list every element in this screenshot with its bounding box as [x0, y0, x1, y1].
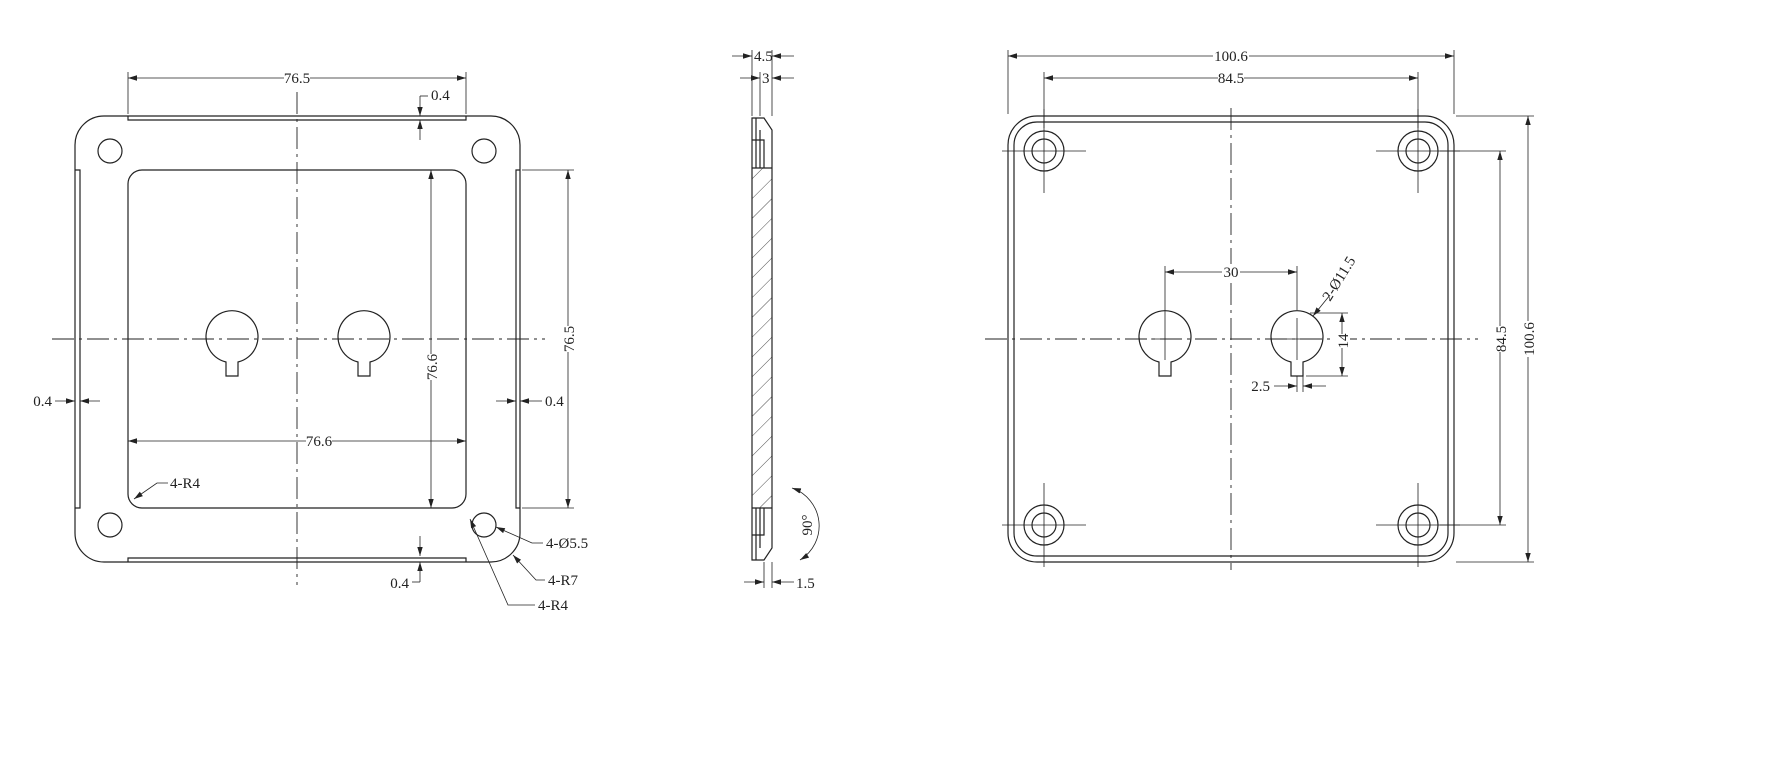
dim-front-width-inner-text: 76.6 [306, 434, 333, 450]
dim-back-hole-pitch-x-text: 84.5 [1218, 71, 1244, 87]
dim-side-thickness-total-text: 4.5 [754, 49, 773, 65]
dim-back-key-width-text: 2.5 [1251, 379, 1270, 395]
dim-side-angle-arc [791, 487, 820, 561]
dim-back-knock-pitch-text: 30 [1224, 265, 1239, 281]
dim-front-height-right-text: 76.5 [562, 326, 578, 352]
dim-side-lip-text: 1.5 [796, 576, 815, 592]
side-view: 4.5 3 90° 1.5 [732, 49, 820, 592]
dim-side-angle-text: 90° [800, 515, 816, 536]
note-front-r4-inner: 4-R4 [170, 476, 201, 492]
note-front-hole: 4-Ø5.5 [546, 536, 588, 552]
dim-back-key-depth-text: 14 [1336, 333, 1352, 349]
front-hole-br [471, 512, 497, 538]
front-keyhole-right [337, 310, 391, 377]
dim-front-height-inner-text: 76.6 [425, 353, 441, 380]
front-keyhole-left [205, 310, 259, 377]
dim-side-thickness-plate-text: 3 [762, 71, 770, 87]
dim-back-overall-width-text: 100.6 [1214, 49, 1248, 65]
note-back-knock-dia: 2-Ø11.5 [1320, 254, 1360, 304]
back-keyhole-right [1270, 310, 1324, 377]
note-front-r7: 4-R7 [548, 573, 579, 589]
dim-front-gap-left-text: 0.4 [33, 394, 52, 410]
back-view: 100.6 84.5 84.5 100.6 30 2-Ø11.5 14 [985, 48, 1538, 570]
side-section-hatch [752, 168, 772, 508]
side-section-profile [751, 117, 773, 561]
front-hole-tr [471, 138, 497, 164]
front-view: 76.5 0.4 76.6 76.6 76.5 0.4 0.4 0.4 [33, 70, 588, 614]
front-hole-tl [97, 138, 123, 164]
dim-front-width-top-text: 76.5 [284, 71, 310, 87]
dim-front-gap-top-text: 0.4 [431, 88, 450, 104]
dim-front-gap-bottom-text: 0.4 [390, 576, 409, 592]
dim-back-overall-height-text: 100.6 [1522, 322, 1538, 356]
dim-back-hole-pitch-y-text: 84.5 [1494, 326, 1510, 352]
back-keyhole-left [1138, 310, 1192, 377]
note-front-r4-outer: 4-R4 [538, 598, 569, 614]
dim-front-gap-right-text: 0.4 [545, 394, 564, 410]
front-hole-bl [97, 512, 123, 538]
